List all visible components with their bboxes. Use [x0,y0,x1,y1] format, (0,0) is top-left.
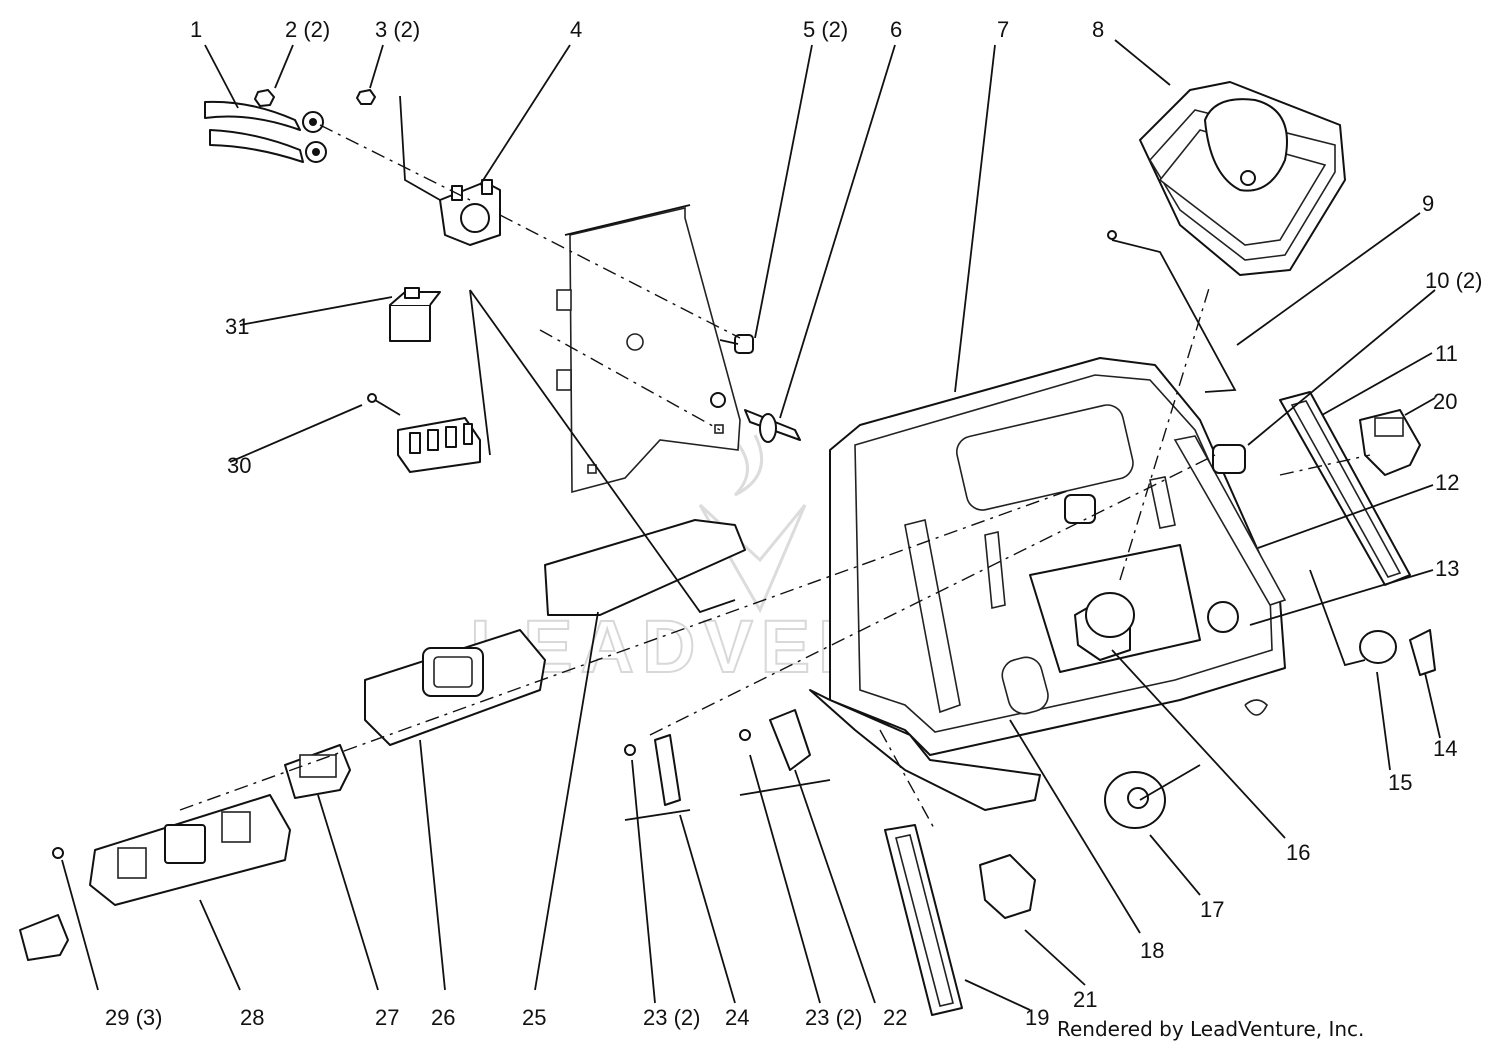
callout-19: 19 [1025,1005,1049,1030]
part-28-control-panel [89,794,291,906]
part-21-switch [979,854,1036,919]
part-22-bracket [739,709,831,796]
callout-3: 3 (2) [375,17,420,42]
part-17-knob [1104,771,1166,829]
callout-16: 16 [1286,840,1310,865]
part-2-nuts [254,89,275,107]
callout-27: 27 [375,1005,399,1030]
callout-6: 6 [890,17,902,42]
part-20-rocker-switch [1359,409,1421,476]
callout-9: 9 [1422,191,1434,216]
callout-labels: 1 2 (2) 3 (2) 4 5 (2) 6 7 8 9 10 (2) 11 … [105,17,1482,1030]
part-15-cap [1359,630,1397,664]
part-31-relay [389,287,441,342]
solid-assembly-lines [374,95,1366,801]
part-19-bezel [884,824,963,1016]
callout-leaders [61,39,1441,1011]
callout-31: 31 [225,314,249,339]
part-27-hour-meter [284,744,351,799]
callout-20: 20 [1433,389,1457,414]
part-25-cover [544,519,746,616]
assembly-lines [179,124,1371,831]
part-11-bezel [1279,391,1411,586]
part-26-panel [364,629,546,746]
callout-18: 18 [1140,938,1164,963]
callout-17: 17 [1200,897,1224,922]
callout-8: 8 [1092,17,1104,42]
mounting-plate [556,204,741,494]
part-3-nut [356,89,376,105]
callout-26: 26 [431,1005,455,1030]
screws [52,729,751,859]
part-24-bracket [624,734,691,821]
callout-10: 10 (2) [1425,268,1482,293]
callout-2: 2 (2) [285,17,330,42]
callout-23-right: 23 (2) [805,1005,862,1030]
part-10-bushings [1064,444,1246,524]
left-switch-cover [19,914,69,961]
callout-28: 28 [240,1005,264,1030]
callout-14: 14 [1433,736,1457,761]
callout-7: 7 [997,17,1009,42]
callout-29: 29 (3) [105,1005,162,1030]
callout-30: 30 [227,453,251,478]
part-7-console [809,357,1287,811]
part-8-boot [1139,81,1346,276]
callout-22: 22 [883,1005,907,1030]
callout-11: 11 [1435,341,1458,366]
part-1-cables [204,100,327,163]
part-30-fuse-block [367,393,481,473]
callout-1: 1 [190,17,202,42]
callout-13: 13 [1435,556,1459,581]
callout-25: 25 [522,1005,546,1030]
footer-credit: Rendered by LeadVenture, Inc. [1057,1017,1364,1041]
part-16-joystick [1074,592,1135,661]
callout-5: 5 (2) [803,17,848,42]
callout-23-left: 23 (2) [643,1005,700,1030]
callout-15: 15 [1388,770,1412,795]
callout-24: 24 [725,1005,749,1030]
callout-21: 21 [1073,987,1097,1012]
part-4-switch [439,179,501,246]
part-14-knob [1409,629,1436,676]
part-5-bolt [719,334,754,354]
part-6-key-switch [710,392,801,443]
part-9-rod [1107,230,1237,393]
callout-12: 12 [1435,470,1459,495]
callout-4: 4 [570,17,582,42]
